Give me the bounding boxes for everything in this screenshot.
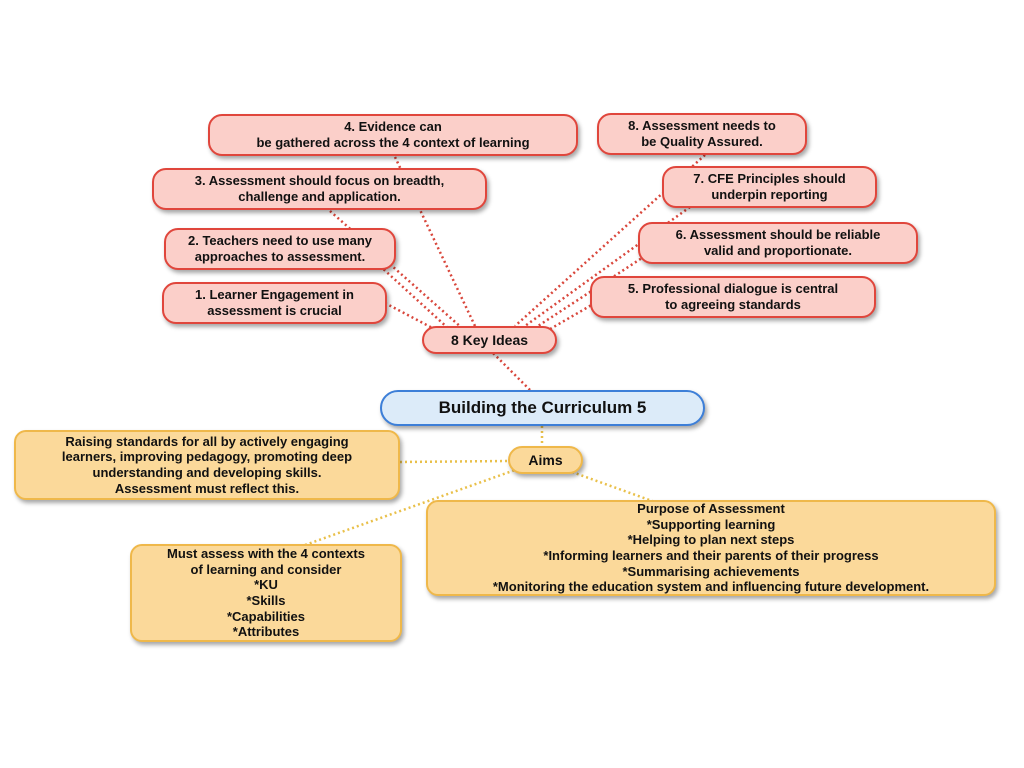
aim-four-contexts: Must assess with the 4 contexts of learn… [130, 544, 402, 642]
key-ideas-label: 8 Key Ideas [450, 331, 529, 348]
key-idea-text: 1. Learner Engagement in assessment is c… [195, 287, 354, 318]
key-idea-4: 4. Evidence can be gathered across the 4… [208, 114, 578, 156]
aim-raising-standards: Raising standards for all by actively en… [14, 430, 400, 500]
connector-idea-7 [524, 205, 691, 328]
key-idea-text: 2. Teachers need to use many approaches … [188, 233, 372, 264]
key-idea-2: 2. Teachers need to use many approaches … [164, 228, 396, 270]
central-node: Building the Curriculum 5 [380, 390, 705, 426]
aims-label: Aims [528, 451, 563, 468]
key-idea-text: 6. Assessment should be reliable valid a… [675, 227, 881, 258]
key-idea-text: 8. Assessment needs to be Quality Assure… [628, 118, 776, 149]
key-idea-text: 5. Professional dialogue is central to a… [627, 281, 839, 312]
connector-aim-contexts [304, 468, 516, 547]
aims-node: Aims [508, 446, 583, 474]
key-idea-text: 4. Evidence can be gathered across the 4… [256, 119, 530, 150]
key-idea-5: 5. Professional dialogue is central to a… [590, 276, 876, 318]
connector-aim-purpose [571, 470, 656, 504]
aim-text: Purpose of Assessment *Supporting learni… [492, 501, 930, 595]
key-idea-8: 8. Assessment needs to be Quality Assure… [597, 113, 807, 155]
key-idea-text: 7. CFE Principles should underpin report… [693, 171, 846, 202]
aim-text: Must assess with the 4 contexts of learn… [167, 546, 365, 640]
key-ideas-node: 8 Key Ideas [422, 326, 557, 354]
central-label: Building the Curriculum 5 [438, 397, 647, 417]
connector-idea-2 [379, 265, 451, 331]
connector-idea-3 [329, 210, 463, 329]
connector-central-keyideas [489, 349, 531, 391]
key-idea-3: 3. Assessment should focus on breadth, c… [152, 168, 487, 210]
aim-text: Raising standards for all by actively en… [61, 433, 353, 496]
key-idea-1: 1. Learner Engagement in assessment is c… [162, 282, 387, 324]
key-idea-7: 7. CFE Principles should underpin report… [662, 166, 877, 208]
connector-aim-standards [399, 459, 509, 464]
key-idea-6: 6. Assessment should be reliable valid a… [638, 222, 918, 264]
key-idea-text: 3. Assessment should focus on breadth, c… [194, 173, 445, 204]
aim-purpose-of-assessment: Purpose of Assessment *Supporting learni… [426, 500, 996, 596]
